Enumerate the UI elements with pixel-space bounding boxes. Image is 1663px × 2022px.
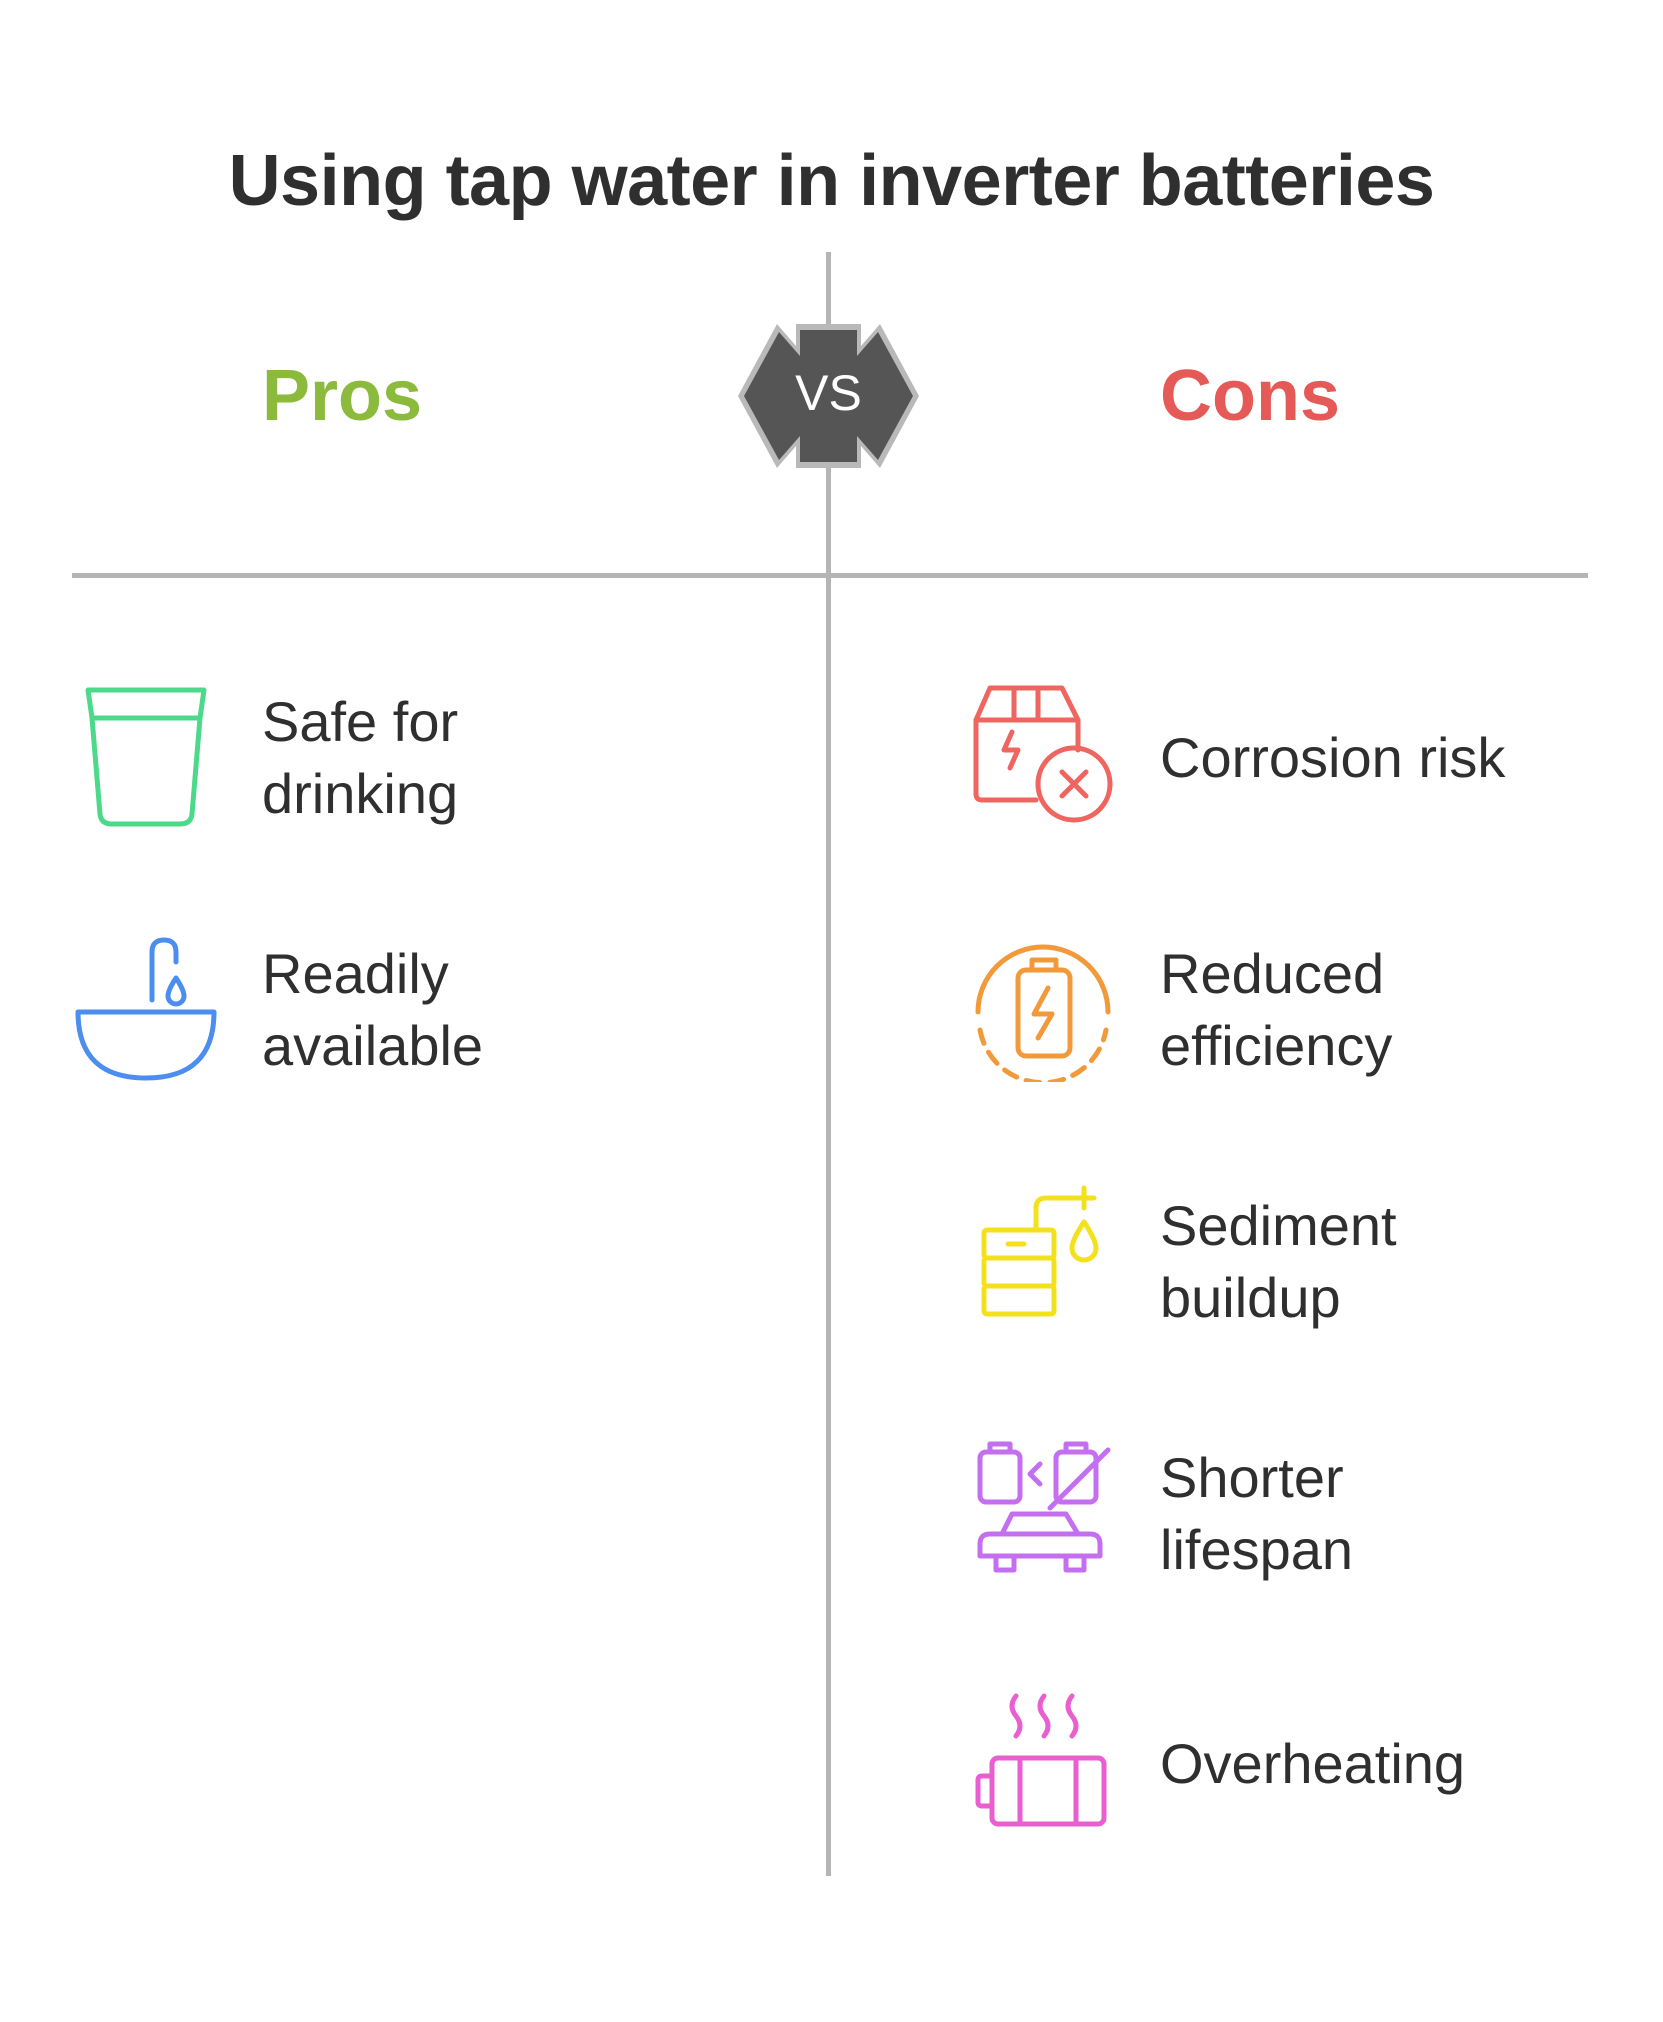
pros-heading: Pros	[262, 356, 423, 436]
battery-car-icon	[968, 1436, 1118, 1586]
stacked-sediment-drop-icon	[968, 1184, 1118, 1334]
horizontal-divider	[72, 573, 1588, 578]
cons-item-label: Corrosion risk	[1160, 726, 1506, 789]
cons-item-label: Sediment buildup	[1160, 1194, 1397, 1329]
battery-charge-icon	[968, 932, 1118, 1086]
damaged-package-icon	[968, 680, 1118, 830]
vertical-divider-bottom	[826, 464, 831, 1876]
vs-badge	[738, 324, 919, 468]
cons-item-label: Shorter lifespan	[1160, 1446, 1354, 1581]
pros-item-label: Safe for drinking	[262, 690, 459, 825]
pros-item-label: Readily available	[262, 942, 484, 1077]
water-glass-icon	[72, 680, 222, 830]
vertical-divider-top	[826, 252, 831, 324]
page-title: Using tap water in inverter batteries	[228, 141, 1435, 221]
cons-item-label: Reduced efficiency	[1160, 942, 1393, 1077]
hot-battery-icon	[968, 1688, 1118, 1838]
faucet-basin-icon	[72, 932, 222, 1082]
cons-heading: Cons	[1160, 356, 1340, 436]
vs-label: VS	[795, 365, 862, 421]
cons-item-label: Overheating	[1160, 1732, 1466, 1795]
